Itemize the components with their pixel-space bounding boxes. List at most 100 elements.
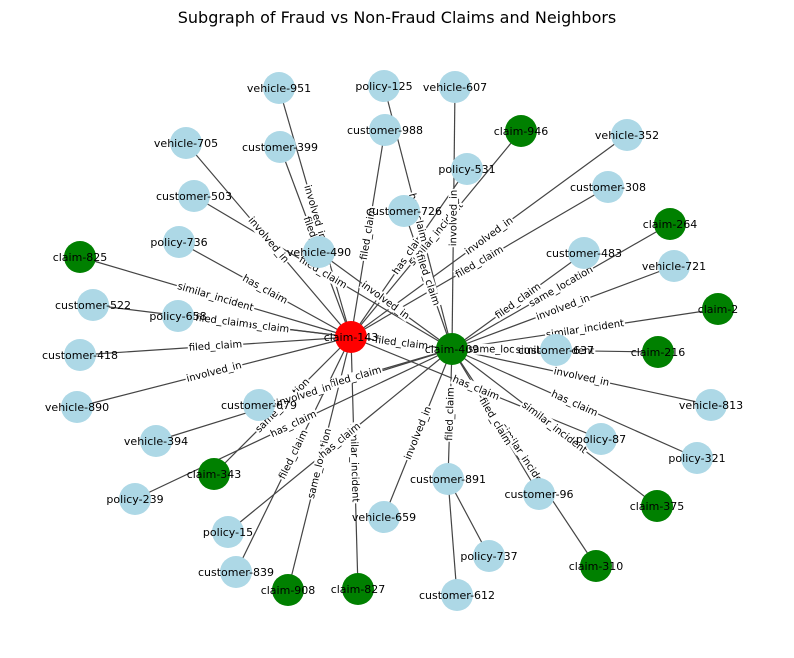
node-label: claim-310 <box>569 560 624 573</box>
node-customer-96 <box>523 478 555 510</box>
edge-label-background <box>548 387 601 420</box>
node-label: vehicle-352 <box>595 129 659 142</box>
node-label: customer-988 <box>347 124 423 137</box>
node-claim-143 <box>335 321 367 353</box>
node-label: policy-239 <box>106 493 163 506</box>
node-label: policy-321 <box>668 452 725 465</box>
node-policy-531 <box>451 153 483 185</box>
edge-label-background <box>533 292 593 323</box>
edge-label: involved_in <box>553 366 611 389</box>
node-label: customer-399 <box>242 141 318 154</box>
node-label: customer-308 <box>570 181 646 194</box>
node-label: vehicle-951 <box>247 82 311 95</box>
node-label: vehicle-607 <box>423 81 487 94</box>
edge-label-background <box>316 419 364 462</box>
edge-label-background <box>358 278 413 323</box>
edge-label: involved_in <box>403 405 434 461</box>
node-label: claim-216 <box>631 346 686 359</box>
node-claim-343 <box>198 458 230 490</box>
edge-label: filed_claim <box>414 253 442 307</box>
node-customer-399 <box>264 131 296 163</box>
node-label: vehicle-394 <box>124 435 188 448</box>
node-label: claim-2 <box>698 303 739 316</box>
node-vehicle-490 <box>303 236 335 268</box>
node-customer-637 <box>540 334 572 366</box>
node-claim-2 <box>702 293 734 325</box>
node-claim-908 <box>272 574 304 606</box>
node-label: policy-658 <box>149 310 206 323</box>
node-label: customer-96 <box>504 488 573 501</box>
edge-label-background <box>447 188 460 248</box>
node-vehicle-951 <box>263 72 295 104</box>
edge-label-background <box>267 407 320 441</box>
node-vehicle-659 <box>368 501 400 533</box>
node-label: customer-891 <box>410 473 486 486</box>
node-customer-308 <box>592 171 624 203</box>
node-label: claim-375 <box>630 500 685 513</box>
node-vehicle-394 <box>140 425 172 457</box>
node-vehicle-352 <box>611 119 643 151</box>
node-label: claim-825 <box>53 251 108 264</box>
edge-label-background <box>358 205 378 262</box>
node-claim-310 <box>580 550 612 582</box>
edge-label-background <box>413 251 443 309</box>
node-claim-825 <box>64 241 96 273</box>
edge-label: filed_claim <box>444 387 457 441</box>
edge-label-background <box>175 280 256 314</box>
node-label: customer-483 <box>546 247 622 260</box>
edge-label: involved_in <box>359 280 411 322</box>
node-label: customer-418 <box>42 349 118 362</box>
node-customer-612 <box>441 579 473 611</box>
edge-label-background <box>276 427 311 482</box>
edge-label-background <box>347 422 362 504</box>
node-vehicle-705 <box>170 127 202 159</box>
node-label: policy-737 <box>460 550 517 563</box>
node-label: policy-87 <box>576 433 626 446</box>
node-label: customer-637 <box>518 344 594 357</box>
node-label: vehicle-705 <box>154 137 218 150</box>
edge-label: has_claim <box>549 389 599 419</box>
edge-label-background <box>551 365 612 389</box>
node-policy-736 <box>163 226 195 258</box>
edge-label: involved_in <box>246 215 291 265</box>
edge-label-background <box>239 272 291 307</box>
node-label: vehicle-490 <box>287 246 351 259</box>
edge-label-background <box>544 317 626 341</box>
edge-label-background <box>327 363 384 391</box>
node-customer-418 <box>64 339 96 371</box>
node-claim-264 <box>654 208 686 240</box>
node-vehicle-890 <box>61 391 93 423</box>
node-label: policy-531 <box>438 163 495 176</box>
edge-label-background <box>443 386 457 442</box>
edge-label: has_claim <box>451 374 501 403</box>
edge-label-background <box>519 398 590 457</box>
node-policy-87 <box>585 423 617 455</box>
chart-title: Subgraph of Fraud vs Non-Fraud Claims an… <box>177 8 617 27</box>
edge-label: filed_claim <box>477 396 514 448</box>
node-claim-946 <box>505 115 537 147</box>
edge-label-background <box>301 182 329 243</box>
edge-label-background <box>187 338 244 354</box>
node-label: customer-503 <box>156 190 232 203</box>
node-label: customer-726 <box>366 205 442 218</box>
node-label: policy-15 <box>203 526 253 539</box>
node-vehicle-607 <box>439 71 471 103</box>
node-policy-15 <box>212 516 244 548</box>
node-label: customer-612 <box>419 589 495 602</box>
edge-label: same_location <box>306 427 334 499</box>
edge-label-background <box>452 243 507 281</box>
node-customer-679 <box>243 389 275 421</box>
edge-label-background <box>462 214 516 258</box>
node-label: vehicle-890 <box>45 401 109 414</box>
node-customer-839 <box>220 556 252 588</box>
node-customer-483 <box>568 237 600 269</box>
edge-label: filed_claim <box>188 339 242 354</box>
edge-label-background <box>193 312 251 330</box>
node-label: claim-264 <box>643 218 698 231</box>
edge-label-background <box>274 381 334 409</box>
node-customer-988 <box>369 114 401 146</box>
node-claim-216 <box>642 336 674 368</box>
edge-label-background <box>526 263 596 310</box>
node-label: claim-143 <box>324 331 379 344</box>
edge-label-background <box>238 317 291 336</box>
